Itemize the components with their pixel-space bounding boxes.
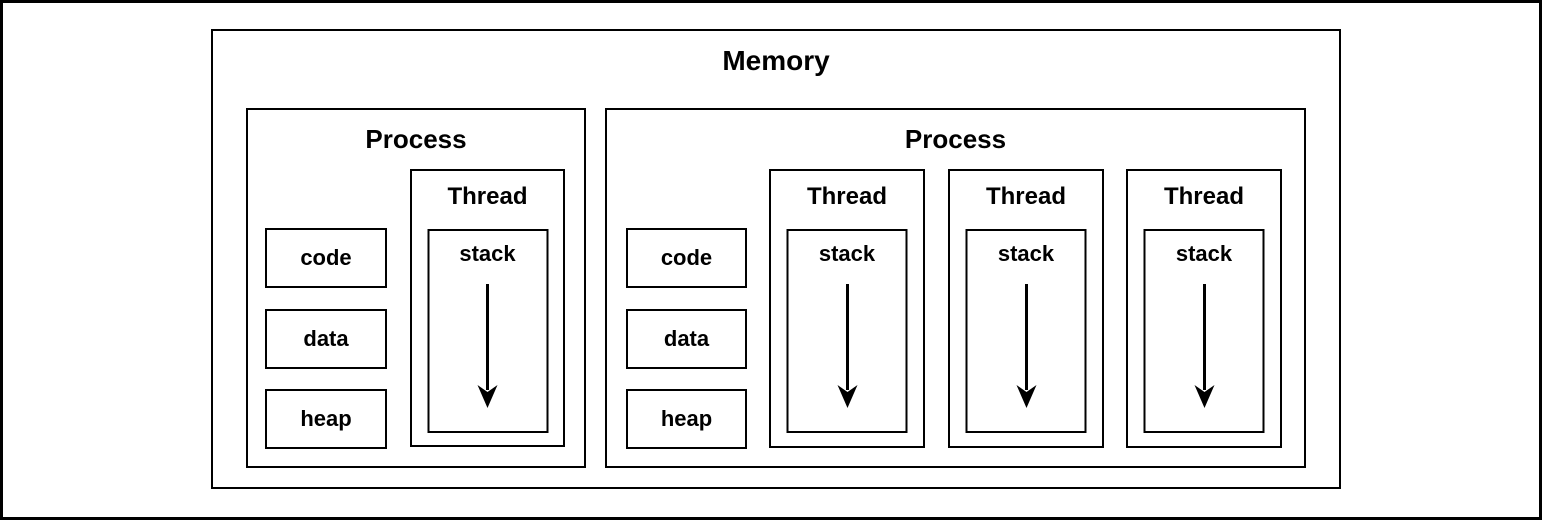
process-title: Process [365,124,467,154]
stack-box: stack [786,229,908,433]
stack-box: stack [1143,229,1265,433]
stack-box: stack [427,229,548,433]
stack-growth-arrow-icon [1016,284,1036,408]
heap-segment-box: heap [265,389,387,449]
stack-label: stack [1175,241,1233,266]
heap-segment-label: heap [660,406,713,431]
thread-title: Thread [806,183,887,210]
code-segment-box: code [265,228,387,288]
memory-box: Memory Process code data heap Thread sta… [211,29,1341,489]
code-segment-label: code [300,245,352,270]
stack-label: stack [818,241,876,266]
heap-segment-box: heap [626,389,747,449]
stack-growth-arrow-icon [837,284,857,408]
thread-box: Thread stack [1126,169,1282,448]
code-segment-label: code [660,245,713,270]
thread-box: Thread stack [410,169,565,447]
heap-segment-label: heap [300,406,352,431]
process-title: Process [904,124,1007,154]
stack-label: stack [997,241,1055,266]
stack-box: stack [965,229,1087,433]
process-box-1: Process code data heap Thread stack [246,108,586,468]
process-box-2: Process code data heap Thread stack [605,108,1306,468]
thread-title: Thread [985,183,1066,210]
stack-growth-arrow-icon [1194,284,1214,408]
data-segment-label: data [303,326,349,351]
thread-title: Thread [1163,183,1244,210]
stack-label: stack [459,241,516,266]
thread-box: Thread stack [769,169,925,448]
code-segment-box: code [626,228,747,288]
memory-title: Memory [722,45,830,76]
data-segment-box: data [265,309,387,369]
thread-title: Thread [447,183,528,210]
stack-growth-arrow-icon [477,284,498,408]
thread-box: Thread stack [948,169,1104,448]
data-segment-label: data [663,326,710,351]
data-segment-box: data [626,309,747,369]
